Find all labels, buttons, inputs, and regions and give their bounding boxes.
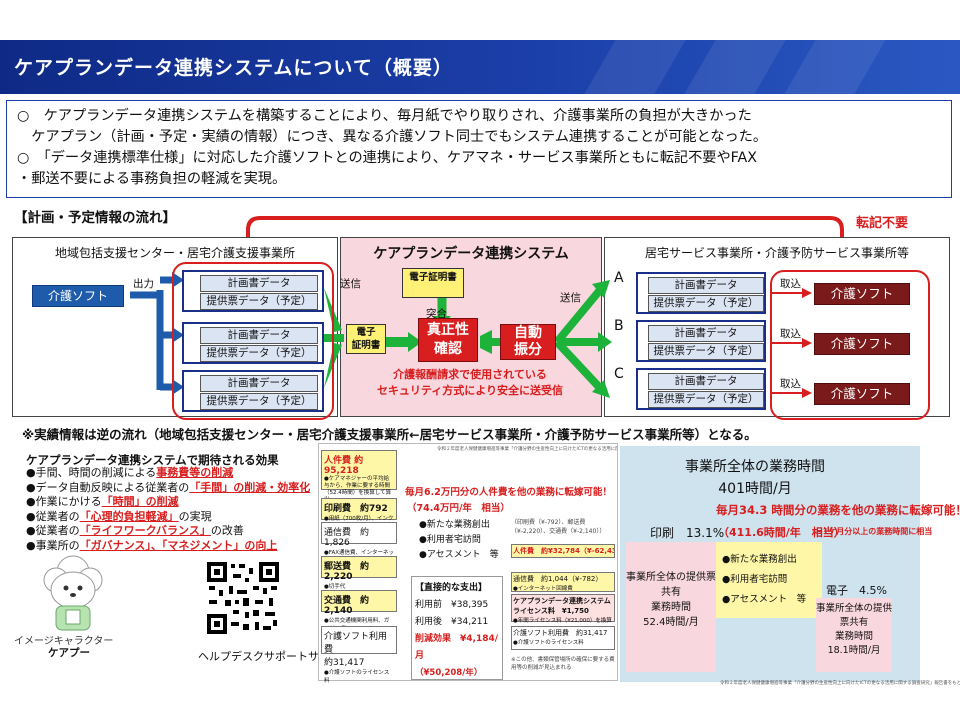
time-e-label: 電子 4.5% — [826, 584, 887, 597]
cost-headline: 毎月6.2万円分の人件費を他の業務に転嫁可能！ — [405, 487, 612, 498]
time-print-label: 印刷 13.1% — [650, 526, 725, 540]
effect-item: ●作業にかける「時間」の削減 — [26, 495, 179, 508]
branch-c: C — [614, 366, 624, 382]
time-source: 令和２年度老人保健健康増進等事業「介護分野の生産性向上に向けたICTの更なる活用… — [720, 681, 960, 686]
time-print-box: 事業所全体の提供票共有 業務時間 52.4時間/月 — [626, 542, 716, 672]
time-e-box: 事業所全体の提供票共有 業務時間 18.1時間/月 — [816, 598, 892, 672]
doc-plan: 計画書データ — [200, 327, 318, 344]
doc-provide: 提供票データ（予定） — [200, 345, 318, 362]
right-panel-title: 居宅サービス事業所・介護予防サービス事業所等 — [644, 246, 909, 260]
time-panel: 事業所全体の業務時間 401時間/月 毎月34.3 時間分の業務を他の業務に転嫁… — [620, 446, 960, 682]
e-certificate-top: 電子証明書 — [402, 268, 464, 298]
authenticity-check: 真正性 確認 — [418, 318, 478, 362]
cost-header-note: 令和２年度老人保健健康増進等事業「介護分野の生産性向上に向けたICTの更なる活用… — [437, 447, 617, 452]
summary-line-1: ○ ケアプランデータ連携システムを構築することにより、毎月紙でやり取りされ、介護… — [17, 108, 752, 124]
flow-arrows — [130, 272, 612, 398]
flow-section-title: 【計画・予定情報の流れ】 — [14, 210, 176, 226]
mascot-image — [43, 555, 103, 631]
time-uses: ●新たな業務創出●利用者宅訪問●アセスメント 等 — [722, 554, 807, 605]
time-title: 事業所全体の業務時間 — [685, 459, 825, 475]
doc-provide: 提供票データ（予定） — [200, 293, 318, 310]
doc-group-right-1: 計画書データ 提供票データ（予定） — [636, 272, 766, 314]
direct-cost-box: 【直接的な支出】 利用前 ¥38,395 利用後 ¥34,211 削減効果 ¥4… — [411, 576, 503, 680]
no-transcription-label: 転記不要 — [856, 216, 909, 231]
reverse-flow-note: ※実績情報は逆の流れ（地域包括支援センター・居宅介護支援事業所←居宅サービス事業… — [22, 427, 757, 442]
page-title: ケアプランデータ連携システムについて（概要） — [14, 57, 453, 79]
left-panel-title: 地域包括支援センター・居宅介護支援事業所 — [54, 246, 295, 260]
cost-headline-sub: （74.4万円/年 相当） — [407, 503, 510, 514]
effects-title: ケアプランデータ連携システムで期待される効果 — [26, 453, 279, 467]
doc-group-left-2: 計画書データ 提供票データ（予定） — [182, 322, 324, 364]
cost-panel: 令和２年度老人保健健康増進等事業「介護分野の生産性向上に向けたICTの更なる活用… — [318, 443, 618, 684]
left-highlight-outline — [172, 262, 334, 420]
summary-box: ○ ケアプランデータ連携システムを構築することにより、毎月紙でやり取りされ、介護… — [6, 100, 952, 198]
doc-provide: 提供票データ（予定） — [648, 391, 764, 408]
time-headline: 毎月34.3 時間分の業務を他の業務に転嫁可能！ — [716, 503, 960, 517]
security-note-1: 介護報酬請求で使用されている — [393, 368, 547, 381]
collate-label: 突合 — [426, 308, 447, 320]
output-label: 出力 — [133, 278, 154, 290]
time-side-note: →1ケ月分以上の業務時間に相当 — [816, 527, 933, 536]
effect-item: ●従業者の「ライフワークバランス」の改善 — [26, 524, 244, 537]
doc-provide: 提供票データ（予定） — [648, 295, 764, 312]
security-note: 介護報酬請求で使用されている セキュリティ方式により安全に送受信 — [370, 366, 570, 398]
branch-b: B — [614, 318, 624, 334]
effect-item: ●手間、時間の削減による事務費等の削減 — [26, 466, 234, 479]
summary-line-3: ○ 「データ連携標準仕様」に対応した介護ソフトとの連携により、ケアマネ・サービス… — [17, 150, 757, 166]
time-headline-sub: （411.6時間/年 相当） — [718, 526, 845, 539]
send-label-left: 送信 — [340, 278, 361, 290]
e-certificate-left: 電子 証明書 — [346, 324, 386, 354]
character-name: ケアプー — [48, 647, 90, 659]
doc-plan: 計画書データ — [200, 275, 318, 292]
effect-item: ●データ自動反映による従業者の「手間」の削減・効率化 — [26, 480, 311, 494]
security-note-2: セキュリティ方式により安全に送受信 — [376, 384, 564, 397]
summary-line-2: ケアプラン（計画・予定・実績の情報）につき、異なる介護ソフト同士でもシステム連携… — [17, 129, 768, 145]
doc-provide: 提供票データ（予定） — [200, 393, 318, 410]
qr-code-icon[interactable] — [205, 560, 281, 636]
kaigo-soft-dest-3: 介護ソフト — [814, 383, 910, 405]
doc-plan: 計画書データ — [200, 375, 318, 392]
kaigo-soft-source: 介護ソフト — [32, 285, 124, 307]
import-label-2: 取込 — [780, 328, 801, 340]
doc-plan: 計画書データ — [648, 325, 764, 342]
character-caption: イメージキャラクター — [14, 636, 114, 647]
doc-group-right-3: 計画書データ 提供票データ（予定） — [636, 368, 766, 410]
support-site-link[interactable]: ヘルプデスクサポートサイト — [198, 650, 341, 663]
center-panel-title: ケアプランデータ連携システム — [373, 246, 569, 262]
summary-line-4: ・郵送不要による事務負担の軽減を実現。 — [17, 171, 287, 187]
doc-plan: 計画書データ — [648, 277, 764, 294]
auto-sort: 自動 振分 — [500, 324, 556, 360]
doc-plan: 計画書データ — [648, 373, 764, 390]
import-label-1: 取込 — [780, 278, 801, 290]
kaigo-soft-dest-1: 介護ソフト — [814, 283, 910, 305]
branch-a: A — [614, 270, 624, 286]
import-label-3: 取込 — [780, 378, 801, 390]
doc-provide: 提供票データ（予定） — [648, 343, 764, 360]
effects-list: ●手間、時間の削減による事務費等の削減 ●データ自動反映による従業者の「手間」の… — [26, 466, 310, 553]
doc-group-left-3: 計画書データ 提供票データ（予定） — [182, 370, 324, 412]
effect-item: ●従業者の「心理的負担軽減」の実現 — [26, 509, 212, 523]
cost-uses: ●新たな業務創出●利用者宅訪問●アセスメント 等 — [419, 520, 499, 560]
import-arrows — [770, 288, 812, 398]
title-bar: ケアプランデータ連携システムについて（概要） — [0, 40, 960, 94]
effect-item: ●事業所の「ガバナンス」、「マネジメント」の向上 — [26, 538, 278, 552]
kaigo-soft-dest-2: 介護ソフト — [814, 333, 910, 355]
send-label-right: 送信 — [560, 292, 581, 304]
time-total: 401時間/月 — [718, 481, 792, 497]
doc-group-left-1: 計画書データ 提供票データ（予定） — [182, 270, 324, 312]
doc-group-right-2: 計画書データ 提供票データ（予定） — [636, 320, 766, 362]
right-highlight-outline — [770, 270, 930, 420]
